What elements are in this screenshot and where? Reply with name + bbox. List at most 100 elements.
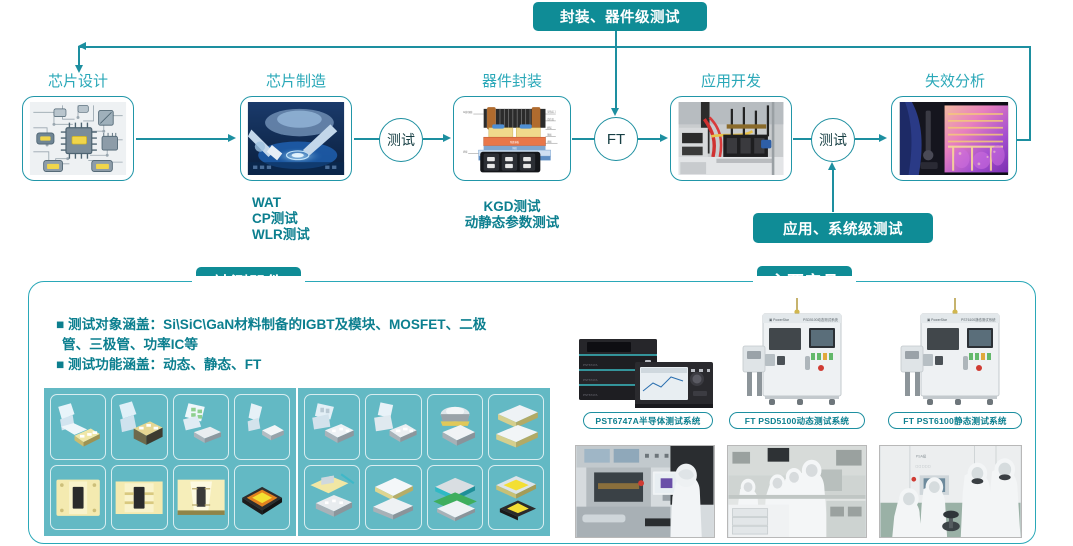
dut-bullet-list: ■ 测试对象涵盖：Si\SiC\GaN材料制备的IGBT及模块、MOSFET、二… bbox=[56, 315, 546, 375]
svg-text:焊层: 焊层 bbox=[547, 126, 552, 130]
connector-s1-s2-arrow bbox=[228, 134, 236, 142]
pcb-green-module-icon bbox=[432, 477, 477, 521]
ft-node: FT bbox=[594, 117, 638, 161]
dut-cell bbox=[111, 394, 168, 460]
connector-test1-s3 bbox=[423, 138, 447, 140]
yellow-clamp-die-icon bbox=[115, 480, 163, 514]
connector-test2-s5-arrow bbox=[879, 134, 887, 142]
cleanroom-team-photo: PSA级 □ □ □ □ □ bbox=[879, 445, 1022, 538]
cleanroom-team-photo-icon: PSA级 □ □ □ □ □ bbox=[880, 446, 1021, 537]
connector-s4-test2 bbox=[793, 138, 812, 140]
connector-bottombadge-to-test2 bbox=[832, 168, 834, 212]
stage-box-chip-design bbox=[22, 96, 134, 181]
stage-box-application-dev bbox=[670, 96, 792, 181]
sub-line-kgd: KGD测试 bbox=[483, 199, 541, 214]
cleanroom-operator-photo-icon bbox=[576, 446, 714, 537]
svg-text:PST6747A: PST6747A bbox=[583, 393, 598, 397]
svg-text:PSD5100动态测试系统: PSD5100动态测试系统 bbox=[803, 317, 838, 322]
connector-topbadge-to-ft bbox=[615, 31, 617, 111]
test-node-1: 测试 bbox=[379, 118, 423, 162]
svg-text:陶瓷基板: 陶瓷基板 bbox=[510, 140, 520, 144]
stage-title-chip-manufacture: 芯片制造 bbox=[265, 73, 326, 90]
cleanroom-line-photo-icon bbox=[728, 446, 866, 537]
test-node-2: 测试 bbox=[811, 118, 855, 162]
stage-sub-chip-manufacture: WAT CP测试 WLR测试 bbox=[240, 195, 352, 243]
dut-cell bbox=[426, 464, 483, 530]
dut-cell bbox=[304, 394, 361, 460]
panel-notch-dut bbox=[192, 276, 305, 288]
open-clamp-module-icon bbox=[119, 401, 163, 445]
dut-bullet-line-2: 管、三极管、功率IC等 bbox=[62, 337, 198, 352]
dut-cell bbox=[50, 464, 107, 530]
stage-title-application-dev: 应用开发 bbox=[700, 73, 761, 90]
clip-die-fixture-icon bbox=[177, 479, 225, 515]
svg-text:PSA级: PSA级 bbox=[916, 454, 927, 459]
dut-cell bbox=[426, 394, 483, 460]
badge-package-device-level-test: 封装、器件级测试 bbox=[533, 2, 707, 31]
connector-s1-s2 bbox=[136, 138, 232, 140]
connector-s2-test1 bbox=[354, 138, 380, 140]
dut-cell bbox=[233, 464, 290, 530]
stage-title-device-package: 器件封装 bbox=[481, 73, 542, 90]
stage-box-failure-analysis bbox=[891, 96, 1017, 181]
svg-text:PST6747A: PST6747A bbox=[583, 363, 598, 367]
product-image-ft-psd5100: ▣ PowerStar PSD5100动态测试系统 bbox=[735, 296, 860, 408]
dut-cell bbox=[172, 464, 229, 530]
product-ft-pst6100-label: FT PST6100静态测试系统 bbox=[888, 412, 1022, 429]
svg-text:AI线/铜线: AI线/铜线 bbox=[463, 110, 473, 114]
chip-design-icon bbox=[29, 102, 127, 175]
stage-title-failure-analysis: 失效分析 bbox=[924, 73, 985, 90]
badge-application-system-level-test: 应用、系统级测试 bbox=[753, 213, 933, 243]
svg-text:底板: 底板 bbox=[463, 150, 468, 154]
svg-text:基板: 基板 bbox=[547, 132, 552, 136]
dut-cell bbox=[365, 464, 422, 530]
feedback-loop-right-in bbox=[1005, 139, 1031, 141]
dut-bullet-line-1: ■ 测试对象涵盖：Si\SiC\GaN材料制备的IGBT及模块、MOSFET、二… bbox=[56, 317, 487, 332]
feedback-loop-right bbox=[1029, 46, 1031, 140]
application-bench-icon bbox=[678, 102, 784, 175]
connector-bottombadge-arrow bbox=[828, 162, 836, 170]
orange-pad-module-icon bbox=[241, 486, 282, 515]
socket-open-module-icon bbox=[312, 403, 354, 444]
svg-text:铜层: 铜层 bbox=[512, 146, 517, 150]
svg-text:芯片层: 芯片层 bbox=[547, 117, 554, 121]
dut-bullet-line-3: ■ 测试功能涵盖：动态、静态、FT bbox=[56, 357, 262, 372]
svg-text:▣ PowerStar: ▣ PowerStar bbox=[769, 318, 790, 322]
feedback-loop-top bbox=[78, 46, 1031, 48]
round-press-module-icon bbox=[440, 406, 475, 446]
svg-text:□ □ □ □ □: □ □ □ □ □ bbox=[916, 465, 931, 469]
connector-topbadge-to-ft-arrow bbox=[611, 108, 619, 116]
stacked-board-module-icon bbox=[373, 477, 414, 519]
socket-lid-module-icon bbox=[182, 403, 221, 444]
connector-ft-s4 bbox=[638, 138, 664, 140]
svg-text:PST6747A: PST6747A bbox=[583, 378, 598, 382]
small-open-module-icon bbox=[247, 403, 284, 441]
probe-board-module-icon bbox=[310, 472, 355, 517]
dut-grid-left bbox=[44, 388, 298, 536]
cleanroom-line-photo bbox=[727, 445, 867, 538]
svg-text:底板: 底板 bbox=[547, 139, 552, 143]
sub-line-dynstat: 动静态参数测试 bbox=[464, 215, 560, 230]
wafer-probe-icon bbox=[247, 102, 345, 175]
rack-instrument-icon: PST6747A PST6747A PST6747A bbox=[579, 339, 713, 408]
stage-title-chip-design: 芯片设计 bbox=[47, 73, 108, 90]
dut-cell bbox=[111, 464, 168, 530]
long-module-pair-icon bbox=[495, 405, 538, 448]
tester-cabinet-icon: ▣ PowerStar PSD5100动态测试系统 bbox=[742, 298, 842, 405]
sub-line-wat: WAT bbox=[252, 195, 281, 210]
sub-line-wlr: WLR测试 bbox=[252, 227, 310, 242]
yellow-frame-die-icon bbox=[56, 479, 100, 516]
product-pst6747a-label: PST6747A半导体测试系统 bbox=[583, 412, 713, 429]
sub-line-cp: CP测试 bbox=[252, 211, 298, 226]
feedback-loop-arrow-down bbox=[74, 65, 83, 73]
feedback-loop-arrow-left bbox=[78, 41, 86, 50]
product-image-pst6747a: PST6747A PST6747A PST6747A bbox=[575, 335, 717, 410]
connector-test1-s3-arrow bbox=[443, 134, 451, 142]
connector-test2-s5 bbox=[855, 138, 883, 140]
dut-image-grid bbox=[44, 388, 550, 536]
